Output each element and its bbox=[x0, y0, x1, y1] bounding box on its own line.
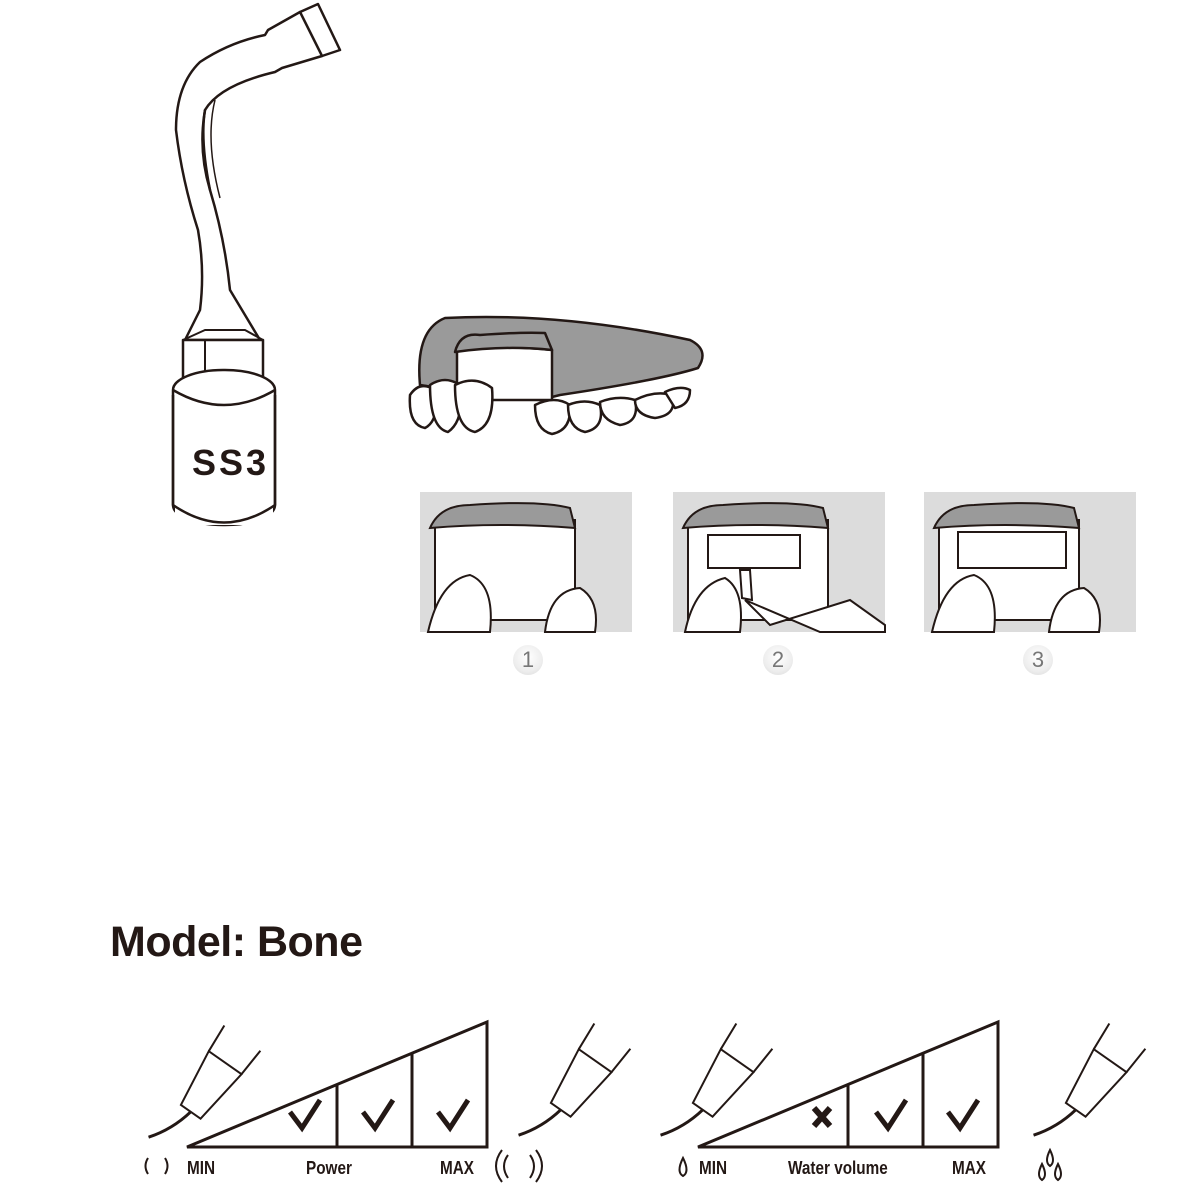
ss3-tip-illustration bbox=[171, 2, 342, 527]
power-level-marks bbox=[288, 1098, 471, 1133]
water-volume-label: Water volume bbox=[788, 1158, 888, 1178]
check-icon bbox=[436, 1098, 471, 1133]
handpiece-high-power-icon bbox=[518, 1022, 632, 1137]
page-title: Model: Bone bbox=[110, 918, 363, 966]
multiple-drops-icon bbox=[1038, 1147, 1062, 1182]
step-panels bbox=[420, 492, 1136, 633]
step-3-panel bbox=[924, 492, 1136, 633]
power-scale-chart bbox=[186, 1019, 489, 1149]
small-vibration-icon bbox=[144, 1157, 169, 1175]
handpiece-high-water-icon bbox=[1033, 1022, 1147, 1137]
cross-icon bbox=[811, 1106, 833, 1128]
water-max-label: MAX bbox=[952, 1158, 986, 1178]
check-icon bbox=[946, 1098, 981, 1133]
step-1-panel bbox=[420, 492, 632, 633]
check-icon bbox=[361, 1098, 396, 1133]
handpiece-low-power-icon bbox=[148, 1024, 262, 1139]
strong-vibration-icon bbox=[495, 1149, 543, 1183]
power-max-label: MAX bbox=[440, 1158, 474, 1178]
water-level-marks bbox=[811, 1098, 981, 1133]
step-2-panel bbox=[673, 492, 886, 633]
step-number-1: 1 bbox=[513, 645, 543, 675]
step-number-3: 3 bbox=[1023, 645, 1053, 675]
handpiece-low-water-icon bbox=[660, 1022, 774, 1137]
water-scale-chart bbox=[697, 1019, 1000, 1149]
jaw-illustration bbox=[408, 315, 704, 436]
single-drop-icon bbox=[678, 1155, 688, 1178]
check-icon bbox=[288, 1098, 323, 1133]
check-icon bbox=[874, 1098, 909, 1133]
water-min-label: MIN bbox=[699, 1158, 728, 1178]
power-label: Power bbox=[306, 1158, 352, 1178]
tip-model-code: SS3 bbox=[192, 442, 270, 483]
power-min-label: MIN bbox=[187, 1158, 216, 1178]
step-number-2: 2 bbox=[763, 645, 793, 675]
